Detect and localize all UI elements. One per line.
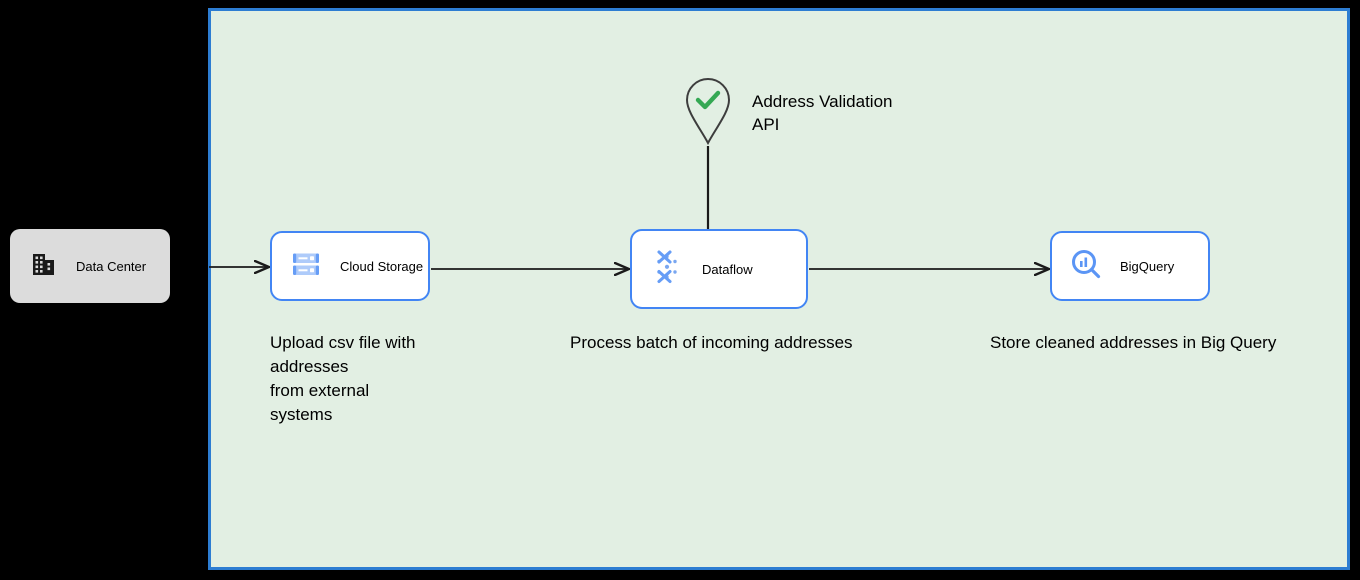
node-data-center[interactable]: Data Center xyxy=(10,229,170,303)
map-pin-check-icon xyxy=(684,76,732,151)
address-validation-api-label: Address Validation API xyxy=(752,92,893,134)
node-cloud-storage[interactable]: Cloud Storage xyxy=(270,231,430,301)
dataflow-icon xyxy=(650,249,684,290)
data-center-label: Data Center xyxy=(76,258,147,274)
caption-cloud-storage: Upload csv file with addresses from exte… xyxy=(270,333,416,424)
cloud-storage-label: Cloud Storage xyxy=(340,258,424,274)
dataflow-label: Dataflow xyxy=(702,261,753,277)
caption-dataflow: Process batch of incoming addresses xyxy=(570,333,853,352)
bigquery-label: BigQuery xyxy=(1120,258,1175,274)
caption-bigquery: Store cleaned addresses in Big Query xyxy=(990,333,1277,352)
cloud-storage-icon xyxy=(290,248,322,285)
bigquery-icon xyxy=(1070,248,1102,285)
node-dataflow[interactable]: Dataflow xyxy=(630,229,808,309)
node-address-validation-api[interactable]: Address Validation API xyxy=(684,76,893,151)
node-bigquery[interactable]: BigQuery xyxy=(1050,231,1210,301)
building-icon xyxy=(28,249,58,284)
